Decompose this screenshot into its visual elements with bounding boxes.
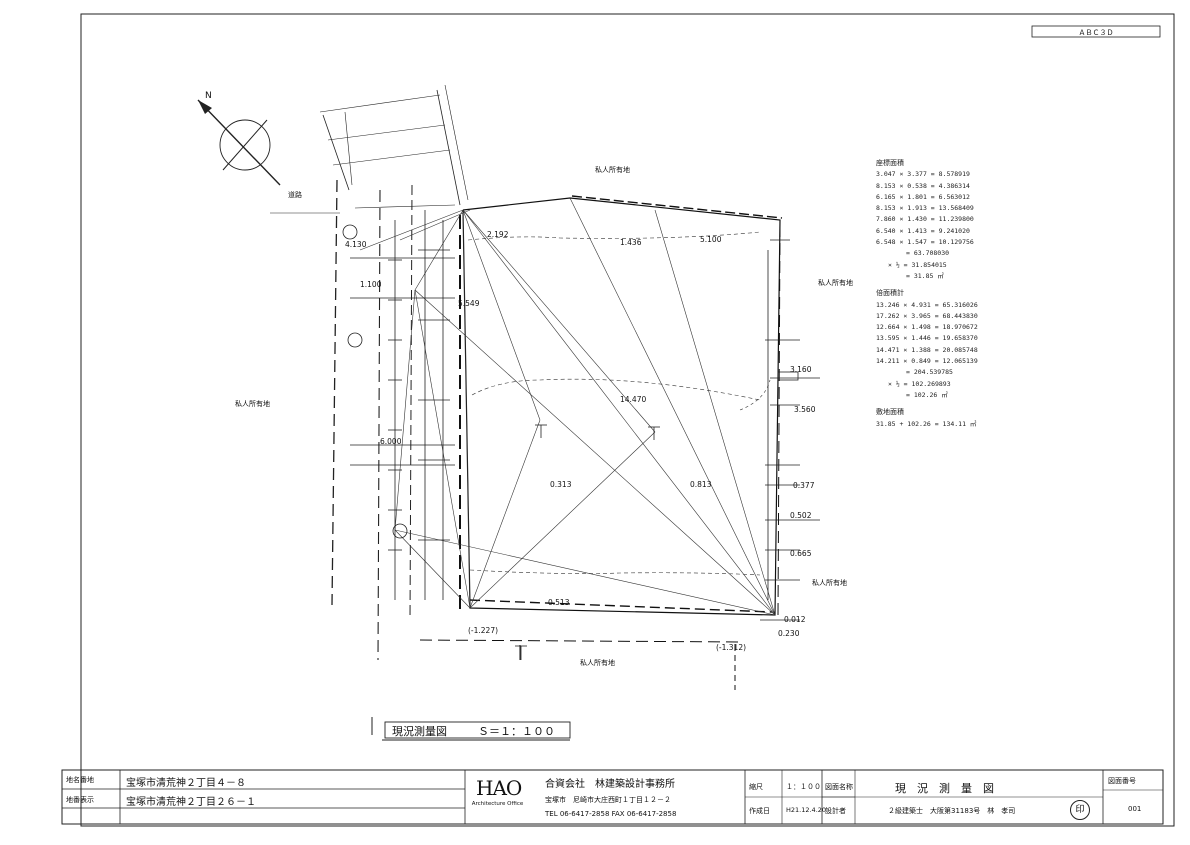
label-location: 地名番地 [66,776,94,784]
calc-row: 6.540 × 1.413 = 9.241020 [876,226,970,235]
corner-tag: ＡＢＣ３Ｄ [1079,29,1114,37]
sheet-border [80,13,1175,827]
calc-section3-title: 敷地面積 [876,408,904,417]
company-logo-sub: Architecture Office [471,801,524,807]
drawing-title-bar: 現況測量図 Ｓ＝１：１００ [371,717,571,741]
value-date: H21.12.4.20 [786,806,827,814]
dimension-label: 14.470 [620,395,646,404]
label-lot: 地番表示 [66,796,94,804]
calc-result: = 31.85 ㎡ [906,271,944,280]
calc-row: 6.548 × 1.547 = 10.129756 [876,238,974,247]
label-sheet: 図面番号 [1108,777,1136,785]
value-scale: １：１００ [786,783,821,791]
dimension-label: 0.813 [690,480,712,489]
value-designer: ２級建築士 大阪第31183号 林 孝司 [888,807,1016,815]
designer-stamp: 印 [1070,800,1090,820]
dimension-label: (-1.227) [468,626,498,635]
calc-section1-title: 座標面積 [876,159,904,167]
benchmark-symbols [342,224,660,660]
dimension-label: 5.549 [458,299,480,308]
company-name: 合資会社 林建築設計事務所 [545,779,675,790]
dimension-label: 1.436 [620,238,642,247]
calc-row: 8.153 × 0.538 = 4.386314 [876,181,970,190]
corner-tag-box [1031,25,1161,38]
lot-label-land-top: 私人所有地 [595,165,630,174]
company-tel: TEL 06-6417-2858 FAX 06-6417-2858 [545,810,677,818]
calc-row: 14.211 × 0.849 = 12.065139 [876,357,978,366]
road-boundaries [270,84,469,661]
calc-result: = 102.26 ㎡ [906,390,948,399]
calc-row: 3.047 × 3.377 = 8.578919 [876,170,970,179]
dimension-label: (-1.312) [716,643,746,652]
calc-row: 13.595 × 1.446 = 19.658370 [876,334,978,343]
label-designer: 設計者 [825,807,846,815]
left-dimension-ticks [350,210,455,600]
calc-row: 12.664 × 1.498 = 18.970672 [876,323,978,332]
calc-row: 14.471 × 1.388 = 20.085748 [876,345,978,354]
lot-label-land-bottom: 私人所有地 [580,658,615,667]
dimension-label: 2.192 [487,230,509,239]
value-project: 現 況 測 量 図 [895,782,994,795]
calc-sum: = 204.539785 [906,368,953,377]
lot-label-land-right-2: 私人所有地 [812,578,847,587]
label-scale: 縮尺 [749,783,763,791]
dimension-label: 6.000 [380,437,402,446]
drawing-title: 現況測量図 [392,724,447,738]
site-outline [419,195,783,690]
dimension-label: 0.230 [778,629,800,638]
triangulation-lines [359,197,776,616]
company-logo: HAO [476,776,522,800]
label-date: 作成日 [749,807,770,815]
calc-sum: = 63.708030 [906,249,950,258]
dimension-label: 0.377 [793,481,815,490]
company-address: 宝塚市 尼崎市大庄西町１丁目１２－２ [545,796,671,804]
dimension-label: 0.313 [550,480,572,489]
calc-row: 31.85 + 102.26 = 134.11 ㎡ [876,419,977,428]
dimension-label: 1.100 [360,280,382,289]
lot-label-land-right: 私人所有地 [818,278,853,287]
calc-half-value: = 102.269893 [903,379,951,388]
value-sheet: 001 [1128,805,1142,813]
dimension-label: 3.160 [790,365,812,374]
calc-section2-title: 倍面積計 [876,289,904,298]
calc-half-label: × ½ [888,260,900,269]
dimension-label: 0.502 [790,511,812,520]
dimension-label: 0.012 [784,615,806,624]
dimension-label: 0.513 [548,598,570,607]
calc-row: 17.262 × 3.965 = 68.443830 [876,311,978,320]
lot-label-road-left: 道路 [288,190,302,199]
area-calculation-panel: 座標面積 3.047 × 3.377 = 8.578919 8.153 × 0.… [876,152,1026,430]
north-arrow: N [197,91,281,186]
calc-row: 7.860 × 1.430 = 11.239800 [876,215,974,224]
dimension-label: 4.130 [345,240,367,249]
lot-label-land-left: 私人所有地 [235,399,270,408]
north-label: N [205,91,212,101]
label-project: 図面名称 [825,783,853,791]
calc-half-value: = 31.854015 [903,260,947,269]
calc-row: 6.165 × 1.801 = 6.563012 [876,192,970,201]
dimension-labels: 2.192 1.436 5.549 0.313 0.813 0.513 3.16… [345,230,816,652]
calc-row: 13.246 × 4.931 = 65.316026 [876,300,978,309]
title-block-frame [61,769,1164,825]
dimension-label: 0.665 [790,549,812,558]
dimension-label: 5.100 [700,235,722,244]
calc-row: 8.153 × 1.913 = 13.568409 [876,204,974,213]
value-location: 宝塚市清荒神２丁目４－８ [126,778,246,789]
calc-half-label: × ½ [888,379,900,388]
right-dimension-ticks [760,239,820,621]
dimension-label: 3.560 [794,405,816,414]
drawing-scale: Ｓ＝１：１００ [478,725,555,738]
value-lot: 宝塚市清荒神２丁目２６－１ [126,797,256,808]
calc-half-row: × ½ = 31.854015 [876,260,1026,271]
calc-half-row: × ½ = 102.269893 [876,379,1026,390]
